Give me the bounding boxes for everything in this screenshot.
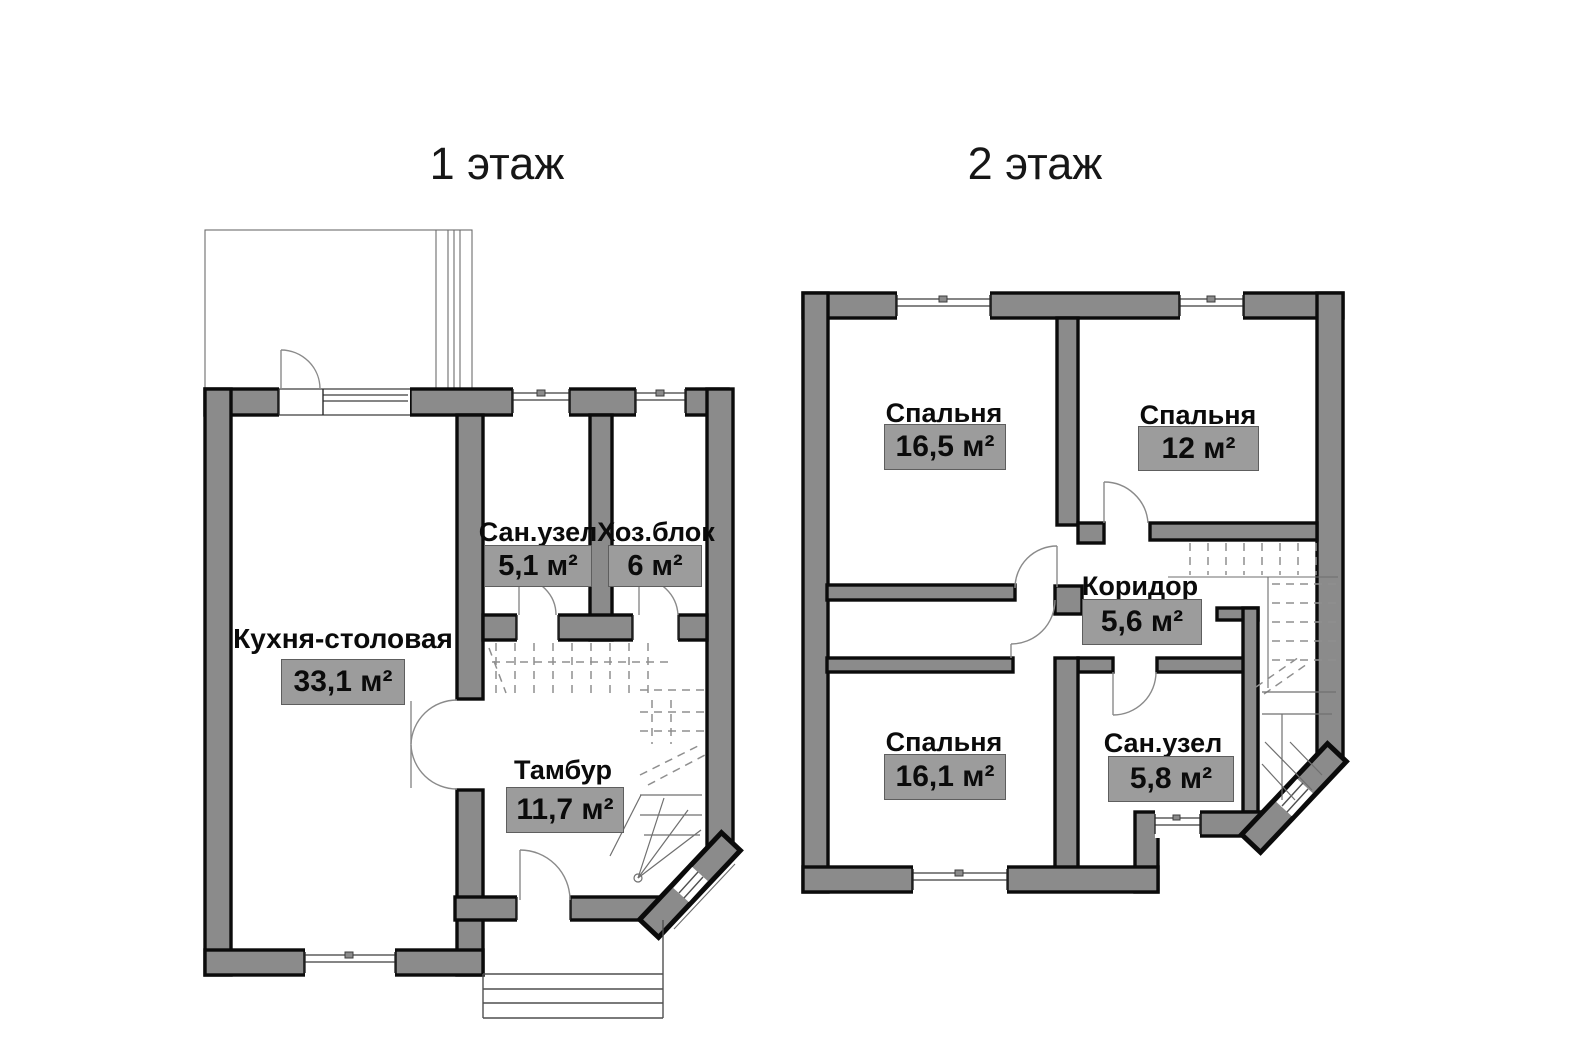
room-label-bedroom-1: Спальня — [885, 398, 1003, 428]
floor1-plan — [203, 229, 744, 1019]
floor2-plan — [801, 290, 1350, 894]
floor2-title: 2 этаж — [967, 138, 1103, 189]
room-label-bathroom-1: Сан.узел — [478, 517, 598, 547]
room-label-kitchen-dining: Кухня-столовая — [233, 623, 453, 654]
room-area-badge-corridor: 5,6 м² — [1082, 599, 1202, 645]
room-area-badge-bathroom-1: 5,1 м² — [484, 545, 592, 587]
floor1-walls — [203, 387, 744, 977]
floor1-porch-steps — [482, 920, 664, 1019]
room-area-badge-bedroom-1: 16,5 м² — [884, 424, 1006, 470]
room-label-corridor: Коридор — [1081, 571, 1199, 601]
floor2-walls — [801, 291, 1350, 894]
floor1-windows — [278, 387, 686, 977]
room-area-badge-bathroom-2: 5,8 м² — [1108, 756, 1234, 802]
room-label-bedroom-3: Спальня — [885, 727, 1003, 757]
room-label-vestibule: Тамбур — [514, 755, 612, 785]
room-area-badge-bedroom-2: 12 м² — [1138, 426, 1259, 471]
room-label-utility-block: Хоз.блок — [597, 517, 715, 547]
room-area-badge-bedroom-3: 16,1 м² — [884, 754, 1006, 800]
floor2-windows — [896, 290, 1244, 894]
floor2-stairs — [1168, 543, 1338, 801]
floor2-doors — [1010, 481, 1157, 716]
room-area-badge-vestibule: 11,7 м² — [506, 787, 624, 833]
floor1-title: 1 этаж — [429, 138, 565, 189]
room-label-bathroom-2: Сан.узел — [1103, 728, 1223, 758]
floor1-stairs — [488, 643, 706, 883]
room-area-badge-kitchen-dining: 33,1 м² — [281, 659, 405, 705]
terrace-outline — [204, 229, 473, 390]
room-area-badge-utility-block: 6 м² — [608, 545, 702, 587]
room-label-bedroom-2: Спальня — [1139, 400, 1257, 430]
